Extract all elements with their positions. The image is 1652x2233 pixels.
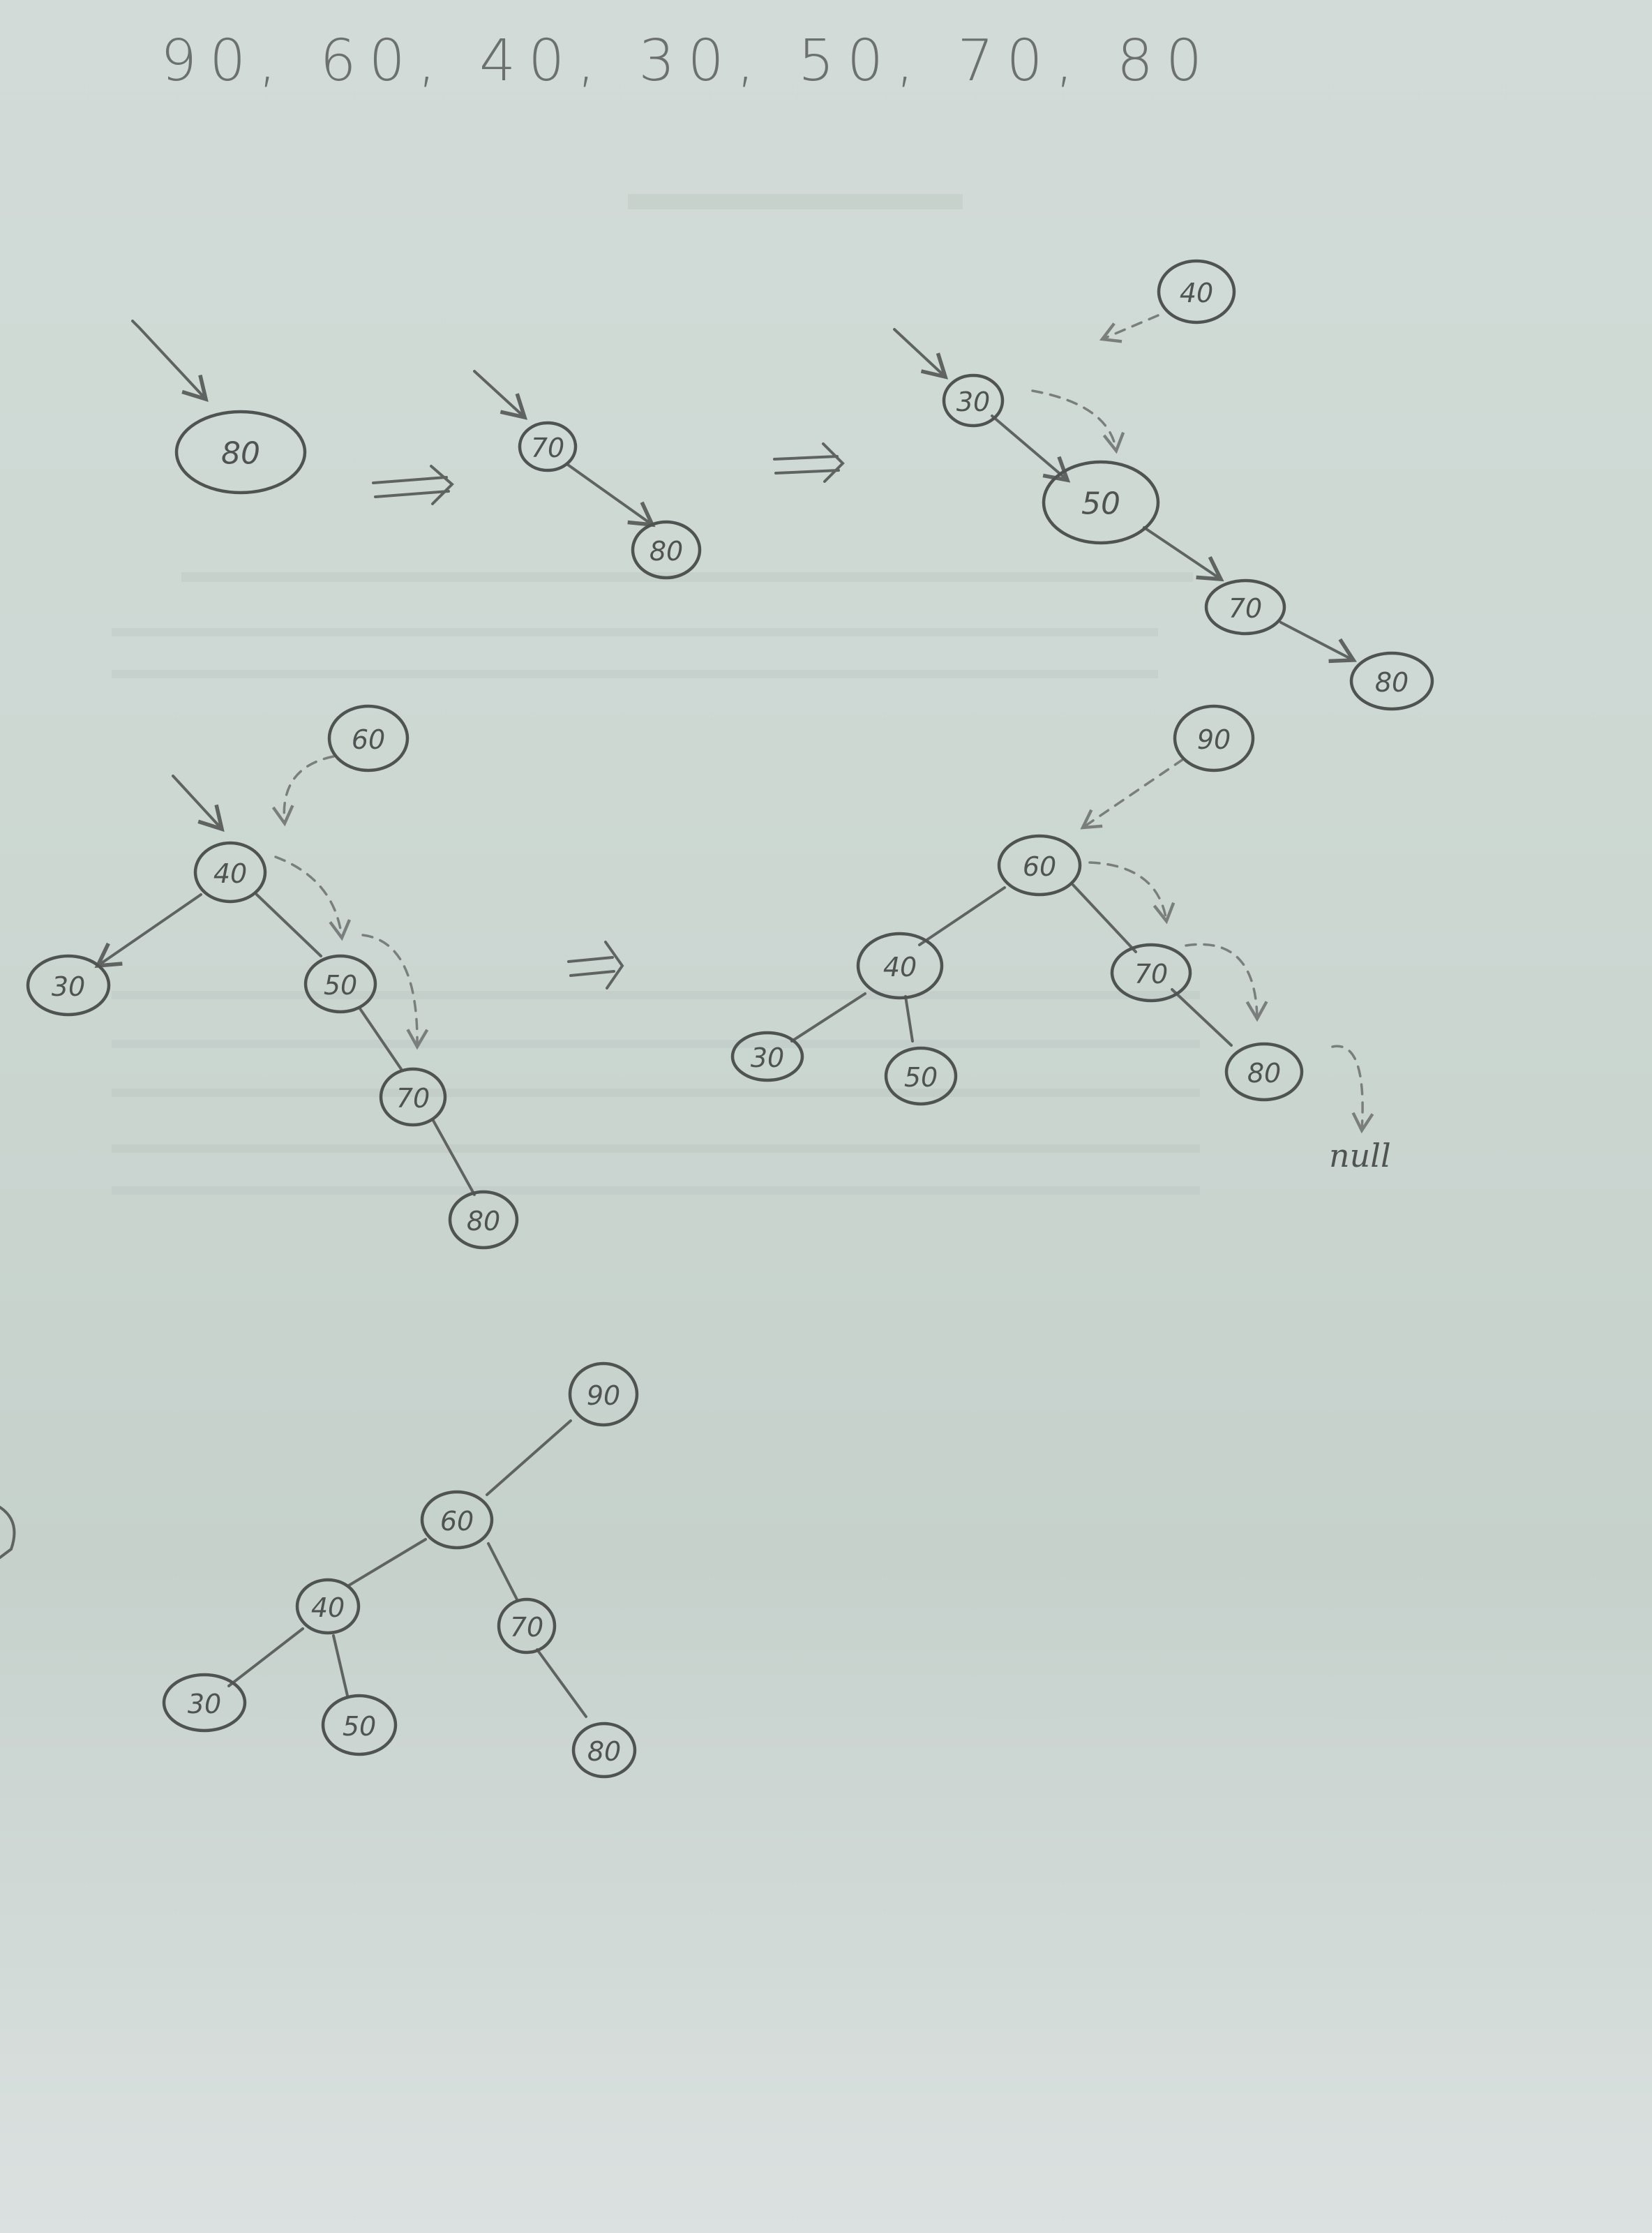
faint-background-print	[112, 194, 1200, 1195]
svg-text:70: 70	[1134, 959, 1168, 989]
insertion-sequence: 90, 60, 40, 30, 50, 70, 80	[160, 28, 1215, 94]
stage6-node-50: 50	[321, 1694, 398, 1756]
svg-text:80: 80	[1375, 667, 1409, 698]
stage6-node-70: 70	[497, 1597, 557, 1655]
stage6-node-90: 90	[568, 1361, 639, 1427]
stage3-node-50: 50	[1042, 460, 1160, 545]
stage3-edges	[893, 314, 1357, 664]
svg-text:80: 80	[649, 536, 683, 567]
stage2-edges	[473, 370, 656, 528]
svg-text:70: 70	[510, 1612, 543, 1643]
stage6-node-60: 60	[420, 1490, 494, 1550]
stage4-node-50: 50	[303, 954, 377, 1014]
implies-arrow	[773, 442, 845, 483]
implies-arrow	[0, 1506, 16, 1559]
stage4-node-40: 40	[193, 841, 267, 904]
stage5-node-60: 60	[997, 834, 1082, 897]
stage2-node-child: 80	[631, 520, 702, 580]
stage6-edges	[227, 1419, 587, 1718]
stage6-node-30: 30	[162, 1673, 247, 1733]
svg-text:30: 30	[956, 387, 990, 417]
svg-text:80: 80	[587, 1736, 621, 1767]
stage2-node-root: 70	[518, 421, 578, 472]
stage4-node-30: 30	[26, 954, 111, 1017]
svg-text:40: 40	[311, 1592, 345, 1623]
svg-text:70: 70	[1229, 593, 1262, 624]
svg-text:30: 30	[751, 1043, 784, 1073]
stage4-node-70: 70	[379, 1067, 447, 1127]
svg-text:50: 50	[324, 970, 357, 1001]
svg-text:80: 80	[221, 436, 260, 472]
stage4-inserting-node: 60	[327, 704, 410, 772]
svg-text:50: 50	[343, 1711, 376, 1742]
svg-text:30: 30	[188, 1689, 221, 1719]
implies-arrow	[372, 465, 454, 505]
implies-arrow	[567, 941, 624, 989]
svg-text:80: 80	[1247, 1058, 1281, 1089]
svg-text:70: 70	[531, 433, 564, 463]
svg-text:70: 70	[396, 1083, 430, 1114]
stage3-node-70: 70	[1204, 578, 1286, 636]
stage5-node-70: 70	[1110, 943, 1192, 1003]
stage3-inserting-node: 40	[1157, 259, 1236, 324]
stage5-node-40: 40	[856, 932, 944, 1000]
svg-text:40: 40	[1180, 278, 1213, 308]
stage5-node-50: 50	[884, 1046, 958, 1106]
stage1-pointer-arrow	[131, 320, 209, 403]
stage4-edges	[94, 755, 476, 1196]
svg-text:50: 50	[1081, 486, 1120, 522]
svg-text:40: 40	[213, 858, 247, 889]
svg-text:60: 60	[440, 1506, 474, 1537]
svg-text:80: 80	[467, 1206, 500, 1237]
stage4-node-80: 80	[448, 1190, 519, 1250]
stage6-node-80: 80	[571, 1722, 637, 1779]
stage3-node-30: 30	[942, 373, 1005, 428]
null-label: null	[1329, 1137, 1391, 1174]
svg-text:60: 60	[1023, 851, 1056, 882]
svg-text:30: 30	[52, 971, 85, 1002]
stage3-node-80: 80	[1349, 651, 1434, 711]
stage5-node-80: 80	[1224, 1042, 1304, 1102]
svg-text:90: 90	[1197, 724, 1231, 755]
stage5-edges	[790, 758, 1374, 1134]
stage5-node-30: 30	[730, 1031, 804, 1082]
stage1-node: 80	[174, 410, 307, 495]
svg-text:40: 40	[883, 952, 917, 983]
svg-text:50: 50	[904, 1062, 938, 1093]
stage5-inserting-node: 90	[1173, 704, 1255, 772]
stage6-node-40: 40	[295, 1578, 361, 1635]
svg-text:90: 90	[587, 1380, 620, 1411]
svg-text:60: 60	[352, 724, 385, 755]
